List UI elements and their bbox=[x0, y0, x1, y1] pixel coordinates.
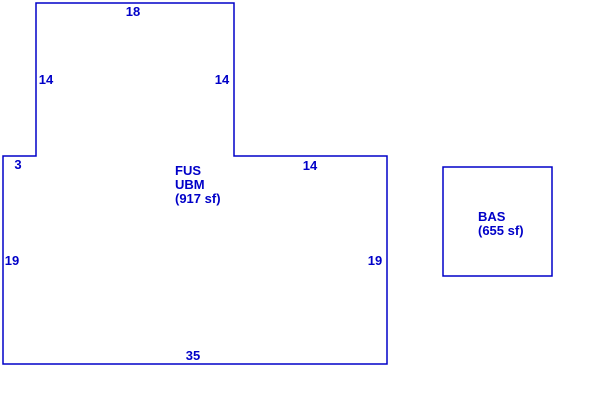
dimension-upper-left: 14 bbox=[39, 72, 54, 87]
main-area-square-footage: (917 sf) bbox=[175, 191, 221, 206]
detached-structure-outline bbox=[442, 166, 553, 277]
dimension-step-right: 14 bbox=[303, 158, 318, 173]
main-structure-outline bbox=[2, 2, 388, 365]
main-area-label-ubm: UBM bbox=[175, 177, 205, 192]
dimension-lower-left: 19 bbox=[5, 253, 19, 268]
dimension-top: 18 bbox=[126, 4, 140, 19]
dimension-step-left: 3 bbox=[14, 157, 21, 172]
dimension-lower-right: 19 bbox=[368, 253, 382, 268]
main-area-label-fus: FUS bbox=[175, 163, 201, 178]
dimension-upper-right: 14 bbox=[215, 72, 230, 87]
detached-area-square-footage: (655 sf) bbox=[478, 223, 524, 238]
detached-area-label-bas: BAS bbox=[478, 209, 506, 224]
dimension-bottom: 35 bbox=[186, 348, 200, 363]
